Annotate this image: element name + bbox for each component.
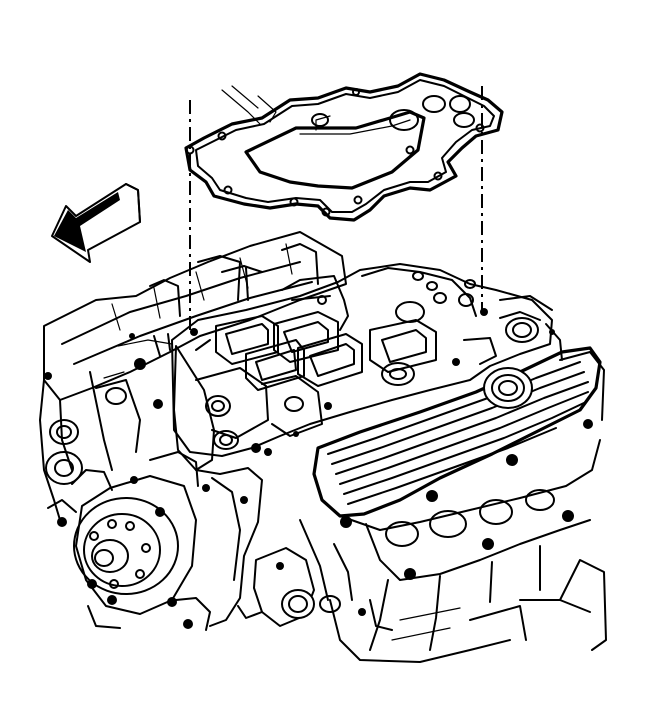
right-valve-cover bbox=[312, 311, 602, 528]
intake-runners bbox=[215, 311, 437, 391]
gasket-plenum-opening bbox=[244, 110, 426, 190]
engine-block bbox=[39, 231, 607, 663]
gasket-port-2 bbox=[449, 95, 471, 113]
gasket-port-4 bbox=[389, 109, 419, 131]
coolant-outlet bbox=[237, 547, 315, 627]
water-pump-pulley-hub bbox=[83, 513, 161, 587]
gasket-port-1 bbox=[422, 95, 446, 113]
arrow-left-icon bbox=[51, 183, 141, 263]
gasket-port-3 bbox=[453, 112, 475, 128]
dash-dot-line-icon bbox=[189, 86, 483, 330]
right-cylinder-head bbox=[339, 439, 601, 531]
water-pump bbox=[47, 451, 211, 631]
intake-manifold-gasket bbox=[184, 72, 504, 222]
gasket-outer-edge bbox=[184, 72, 504, 222]
gasket-inner-edge bbox=[195, 79, 495, 213]
oil-filler-cap bbox=[483, 367, 533, 409]
gasket-port-5 bbox=[311, 113, 329, 127]
